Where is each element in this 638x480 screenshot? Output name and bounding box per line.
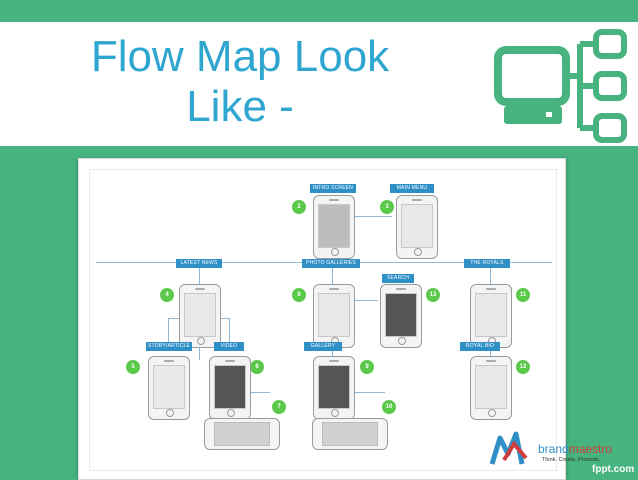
phone-photo-galleries xyxy=(313,284,355,348)
step-badge-8: 8 xyxy=(292,288,306,302)
phone-story-article xyxy=(148,356,190,420)
connector xyxy=(490,262,491,284)
connector xyxy=(168,318,169,342)
brand-tagline: Think. Create. Promote. xyxy=(542,457,601,463)
step-badge-13: 13 xyxy=(426,288,440,302)
phone-video-landscape xyxy=(204,418,280,450)
step-badge-7: 7 xyxy=(272,400,286,414)
phone-intro-screen xyxy=(313,195,355,259)
title-line-2: Like - xyxy=(186,82,294,131)
brand-name-part1: brand xyxy=(538,442,569,456)
step-badge-11: 11 xyxy=(516,288,530,302)
flowmap-frame xyxy=(89,169,557,471)
top-bar xyxy=(0,0,638,22)
connector xyxy=(490,346,491,360)
step-badge-4: 4 xyxy=(160,288,174,302)
site-watermark: fppt.com xyxy=(592,464,635,475)
brand-name: brandmaestro xyxy=(538,442,612,456)
connector xyxy=(240,392,270,393)
phone-royal-bio xyxy=(470,356,512,420)
brand-name-part2: maestro xyxy=(568,442,613,456)
step-badge-3: 3 xyxy=(380,200,394,214)
label-story-article: STORY/ARTICLE xyxy=(146,342,192,351)
connector xyxy=(354,300,378,301)
step-badge-6: 6 xyxy=(250,360,264,374)
brandmaestro-logo-icon xyxy=(489,431,528,465)
phone-the-royals xyxy=(470,284,512,348)
title-line-1: Flow Map Look xyxy=(90,32,390,81)
phone-gallery xyxy=(313,356,355,420)
connector xyxy=(332,262,333,284)
step-badge-2: 2 xyxy=(292,200,306,214)
step-badge-10: 10 xyxy=(382,400,396,414)
connector xyxy=(229,318,230,342)
connector xyxy=(332,346,333,360)
phone-main-menu xyxy=(396,195,438,259)
label-search: SEARCH xyxy=(382,274,414,283)
slide-title: Flow Map Look Like - xyxy=(40,32,440,132)
connector xyxy=(199,262,200,284)
label-video: VIDEO xyxy=(214,342,244,351)
connector xyxy=(354,216,392,217)
label-intro-screen: INTRO SCREEN xyxy=(310,184,356,193)
label-royal-bio: ROYAL BIO xyxy=(460,342,500,351)
label-gallery: GALLERY xyxy=(304,342,342,351)
connector xyxy=(199,346,200,360)
label-the-royals: THE ROYALS xyxy=(464,259,510,268)
sitemap-icon xyxy=(494,29,627,143)
header-panel xyxy=(0,22,638,146)
connector xyxy=(355,392,385,393)
phone-video xyxy=(209,356,251,420)
label-photo-galleries: PHOTO GALLERIES xyxy=(302,259,360,268)
label-latest-news: LATEST NEWS xyxy=(176,259,222,268)
phone-latest-news xyxy=(179,284,221,348)
step-badge-5: 5 xyxy=(126,360,140,374)
phone-gallery-landscape xyxy=(312,418,388,450)
step-badge-9: 9 xyxy=(360,360,374,374)
phone-search xyxy=(380,284,422,348)
label-main-menu: MAIN MENU xyxy=(390,184,434,193)
step-badge-12: 12 xyxy=(516,360,530,374)
